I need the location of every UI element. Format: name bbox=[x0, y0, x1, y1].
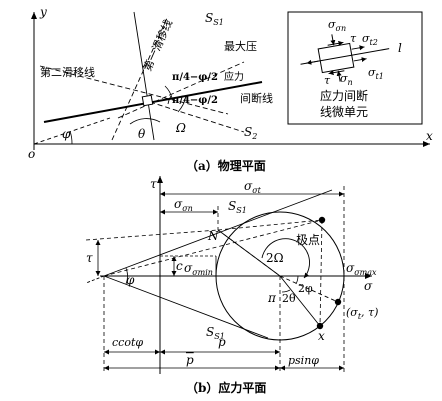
sigma-t2-arrow bbox=[351, 45, 365, 51]
ccotphi-label: ccotφ bbox=[112, 336, 143, 349]
tau-bottom-arrow bbox=[328, 70, 345, 76]
point-coords-label: (σt, τ) bbox=[346, 306, 378, 321]
phi-label: φ bbox=[62, 127, 71, 141]
sigma-t1-arrow bbox=[353, 57, 367, 63]
max-pressure-label: 最大压 bbox=[224, 39, 257, 53]
physical-x-label: x bbox=[426, 129, 433, 143]
theta-arc bbox=[129, 118, 161, 125]
inset-element bbox=[300, 34, 390, 82]
s1-top-label: SS1 bbox=[228, 199, 247, 215]
phi-angle-arc bbox=[125, 267, 128, 285]
caption-a: （a）物理平面 bbox=[186, 158, 266, 173]
x-point-label: x bbox=[318, 329, 325, 343]
pole-line bbox=[217, 219, 323, 231]
center-to-x bbox=[279, 275, 321, 327]
two-theta-arc bbox=[281, 289, 291, 293]
n-label: N bbox=[207, 229, 219, 243]
first-slip-line bbox=[111, 15, 169, 141]
omega-label: Ω bbox=[175, 121, 186, 135]
tau-top-arrow bbox=[327, 40, 344, 46]
two-omega-label: 2Ω bbox=[266, 251, 284, 265]
sigma-t-left-arrow bbox=[306, 59, 320, 65]
theta-label: θ bbox=[138, 127, 146, 141]
discontinuity-label: 间断线 bbox=[240, 91, 273, 105]
second-slip-line bbox=[39, 65, 229, 115]
inset-tau-top: τ bbox=[350, 32, 357, 45]
angle-label-2: π/4−φ/2 bbox=[172, 95, 218, 106]
first-slip-label: 第一滑移线 bbox=[140, 17, 175, 73]
sigma-axis-label: σ bbox=[364, 279, 373, 293]
phi-label: φ bbox=[126, 273, 135, 287]
two-theta-label: 2θ bbox=[282, 292, 296, 305]
tau-left-label: τ bbox=[86, 251, 93, 265]
discontinuity-line bbox=[43, 81, 263, 123]
pole-label: 极点 bbox=[296, 233, 320, 247]
s1-label: SS1 bbox=[205, 11, 224, 27]
sigma-n-top-arrow bbox=[330, 34, 336, 46]
pole-point bbox=[318, 216, 326, 224]
envelope-to-pole bbox=[103, 219, 323, 277]
angle-label-1: π/4−φ/2 bbox=[172, 72, 218, 83]
inset-title-line2: 线微单元 bbox=[320, 105, 368, 119]
pole-to-x bbox=[319, 219, 323, 327]
envelope-upper-ext bbox=[85, 275, 105, 284]
envelope-upper bbox=[103, 189, 333, 277]
phi-arc bbox=[69, 130, 73, 145]
inset-l-label: l bbox=[398, 41, 402, 55]
physical-plane-panel: y x o 第一滑移线 SS1 最大压 第二滑移线 间断线 S2 π/4−φ/2 bbox=[28, 5, 433, 173]
pbar-label: p bbox=[186, 353, 194, 367]
sigma-n-label: σσn bbox=[174, 197, 193, 213]
stress-plane-panel: τ σ σσt bbox=[85, 176, 378, 395]
omega-arc bbox=[177, 95, 187, 113]
inset-title-line1: 应力间断 bbox=[320, 88, 368, 103]
guide-tau bbox=[85, 229, 219, 241]
envelope-lower bbox=[103, 275, 269, 339]
element-square bbox=[141, 94, 154, 107]
sigma-t-label: σσt bbox=[244, 179, 262, 195]
stress-element-inset: σσn τ σt2 l σn τ σt1 应力间断 线微单元 bbox=[287, 11, 423, 125]
tau-axis-label: τ bbox=[150, 177, 157, 191]
pi-label: π bbox=[267, 291, 277, 305]
stress-label: 应力 bbox=[224, 70, 244, 83]
s1-line bbox=[133, 11, 155, 141]
center-to-2phi bbox=[279, 275, 339, 303]
stress-point-1 bbox=[334, 298, 342, 306]
sigma-min-label: σσmin bbox=[184, 261, 213, 277]
two-phi-arc bbox=[295, 275, 299, 285]
two-omega-arc bbox=[261, 238, 310, 279]
inset-tau-bottom: τ bbox=[324, 74, 331, 87]
p-label: p bbox=[218, 335, 226, 349]
angle-arc-1 bbox=[164, 85, 173, 99]
sigma-n-bottom-arrow bbox=[336, 70, 342, 82]
s2-label: S2 bbox=[244, 125, 257, 141]
physical-y-label: y bbox=[39, 5, 47, 19]
inset-frame bbox=[287, 11, 423, 125]
n-to-center-solid bbox=[217, 229, 281, 277]
pbarsin-label: psinφ bbox=[288, 354, 319, 367]
s2-line bbox=[149, 101, 245, 133]
sigma-max-label: σσmax bbox=[346, 261, 377, 277]
c-label: c bbox=[176, 259, 183, 273]
angle-arc-2 bbox=[167, 95, 172, 105]
second-slip-label: 第二滑移线 bbox=[40, 65, 95, 79]
caption-b: （b）应力平面 bbox=[186, 380, 266, 395]
two-phi-label: 2φ bbox=[298, 282, 313, 295]
stress-point-x bbox=[316, 322, 324, 330]
phi-reference-line bbox=[33, 117, 111, 145]
physical-origin-label: o bbox=[28, 147, 35, 161]
max-pressure-line bbox=[117, 61, 245, 119]
